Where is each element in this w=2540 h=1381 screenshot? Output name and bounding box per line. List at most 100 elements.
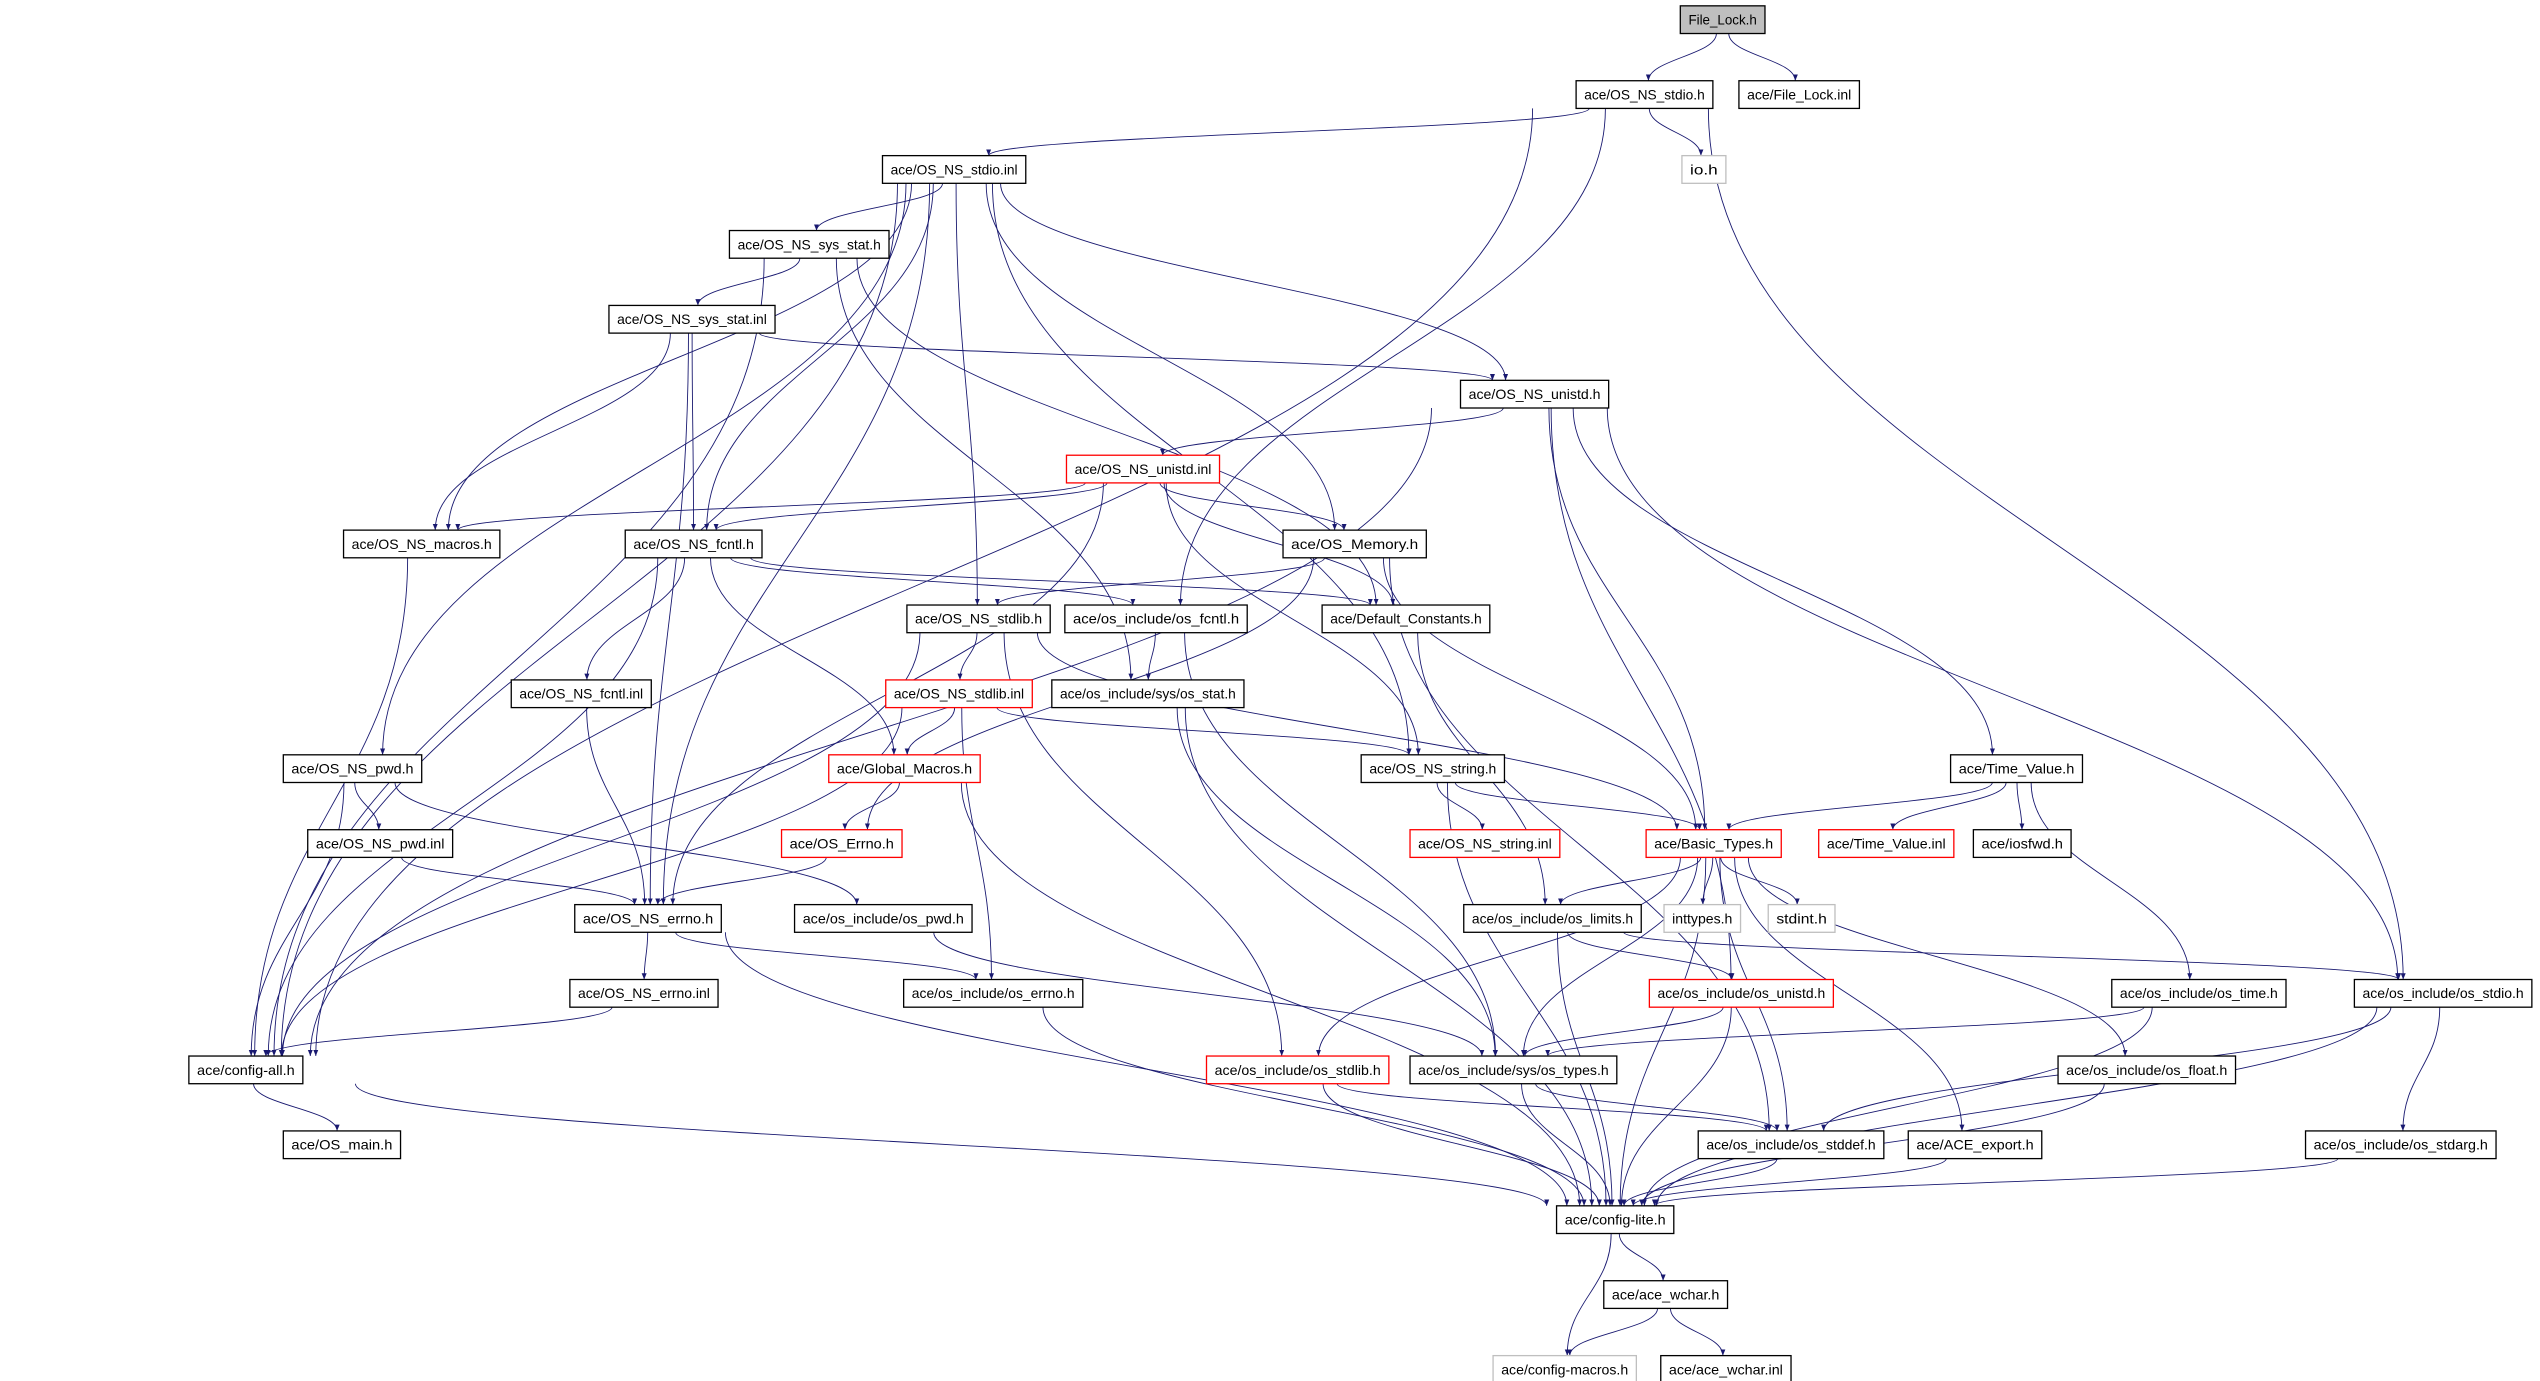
graph-node[interactable]: ace/os_include/sys/os_types.h	[1409, 1055, 1618, 1085]
node-label: ace/OS_Errno.h	[790, 835, 894, 851]
node-box	[282, 1130, 402, 1160]
node-label: ace/os_include/os_stdarg.h	[2314, 1137, 2488, 1153]
node-box	[793, 903, 973, 933]
dependency-edge	[278, 183, 898, 1057]
node-box	[1738, 80, 1861, 110]
graph-node: io.h	[1681, 154, 1727, 184]
graph-node[interactable]: ace/OS_NS_fcntl.h	[624, 529, 763, 559]
graph-node[interactable]: ace/Time_Value.inl	[1818, 829, 1955, 859]
dependency-edge	[271, 258, 765, 1057]
node-box	[1555, 1205, 1675, 1235]
node-box	[1648, 978, 1835, 1008]
node-label: ace/os_include/sys/os_stat.h	[1060, 686, 1236, 702]
graph-node[interactable]: ace/OS_NS_string.h	[1360, 754, 1506, 784]
node-box	[1360, 754, 1506, 784]
dependency-edge	[985, 183, 1338, 531]
dependency-edge	[710, 557, 897, 755]
graph-node[interactable]: ace/os_include/os_unistd.h	[1648, 978, 1835, 1008]
node-label: ace/os_include/os_stdio.h	[2363, 985, 2524, 1001]
dependency-edge	[1454, 782, 1703, 830]
graph-node[interactable]: ace/OS_NS_stdlib.h	[906, 604, 1051, 634]
node-label: ace/OS_NS_fcntl.inl	[519, 686, 643, 702]
node-box	[1321, 604, 1491, 634]
graph-node[interactable]: ace/os_include/sys/os_stat.h	[1051, 679, 1245, 709]
node-box	[1459, 379, 1610, 409]
graph-node[interactable]: ace/os_include/os_stddef.h	[1697, 1130, 1885, 1160]
graph-node[interactable]: ace/os_include/os_time.h	[2111, 978, 2287, 1008]
dependency-edge	[2030, 782, 2193, 980]
dependency-edge	[1641, 1007, 2153, 1206]
edge-layer	[248, 33, 2441, 1356]
graph-node[interactable]: ace/OS_NS_errno.h	[574, 903, 722, 933]
dependency-edge	[986, 108, 1590, 157]
node-label: ace/Global_Macros.h	[837, 761, 972, 777]
graph-node[interactable]: ace/os_include/os_limits.h	[1463, 903, 1642, 933]
graph-node[interactable]: ace/ace_wchar.inl	[1660, 1354, 1792, 1381]
dependency-edge	[1165, 482, 1421, 755]
graph-node[interactable]: ace/OS_NS_pwd.inl	[307, 829, 454, 859]
graph-node[interactable]: ace/OS_NS_stdio.inl	[881, 154, 1027, 184]
node-box	[569, 978, 719, 1008]
graph-node[interactable]: ace/OS_NS_pwd.h	[282, 754, 423, 784]
dependency-edge	[713, 482, 1108, 531]
node-label: ace/os_include/os_fcntl.h	[1073, 611, 1239, 627]
dependency-edge	[1159, 482, 1347, 531]
graph-node[interactable]: ace/os_include/os_pwd.h	[793, 903, 973, 933]
dependency-edge	[1670, 1308, 1726, 1356]
graph-node[interactable]: ace/iosfwd.h	[1972, 829, 2072, 859]
node-box	[885, 679, 1033, 709]
dependency-edge	[1436, 782, 1485, 830]
graph-node[interactable]: ace/Global_Macros.h	[828, 754, 981, 784]
node-label: ace/os_include/os_unistd.h	[1658, 985, 1826, 1001]
graph-node[interactable]: ace/os_include/os_fcntl.h	[1064, 604, 1248, 634]
dependency-edge	[1734, 857, 1965, 1131]
graph-node[interactable]: ace/File_Lock.inl	[1738, 80, 1861, 110]
graph-node[interactable]: ace/OS_NS_fcntl.inl	[510, 679, 652, 709]
dependency-edge	[1564, 1233, 1612, 1356]
graph-node[interactable]: ace/OS_main.h	[282, 1130, 402, 1160]
graph-node[interactable]: ace/config-all.h	[188, 1055, 304, 1085]
graph-node[interactable]: ace/OS_NS_unistd.inl	[1065, 454, 1221, 484]
graph-node[interactable]: ace/ace_wchar.h	[1603, 1280, 1729, 1310]
node-label: ace/ace_wchar.inl	[1669, 1361, 1783, 1377]
graph-node[interactable]: ace/os_include/os_float.h	[2057, 1055, 2237, 1085]
graph-node[interactable]: ace/os_include/os_stdlib.h	[1205, 1055, 1390, 1085]
node-label: inttypes.h	[1672, 910, 1732, 926]
graph-node[interactable]: ace/Time_Value.h	[1949, 754, 2084, 784]
graph-node[interactable]: ace/OS_NS_macros.h	[342, 529, 501, 559]
node-label: ace/os_include/os_time.h	[2120, 985, 2278, 1001]
graph-node[interactable]: ace/OS_NS_stdio.h	[1575, 80, 1714, 110]
graph-node[interactable]: ace/config-lite.h	[1555, 1205, 1675, 1235]
graph-node[interactable]: ace/os_include/os_stdarg.h	[2304, 1130, 2497, 1160]
dependency-edge	[313, 108, 1534, 1057]
graph-node[interactable]: ace/OS_NS_errno.inl	[569, 978, 719, 1008]
dependency-edge	[2016, 782, 2025, 830]
node-label: ace/os_include/os_stdlib.h	[1215, 1062, 1381, 1078]
graph-node[interactable]: ace/OS_NS_string.inl	[1409, 829, 1561, 859]
node-box	[1660, 1354, 1792, 1381]
dependency-edge	[1145, 632, 1156, 680]
dependency-edge	[1520, 857, 1699, 1057]
graph-node[interactable]: ace/OS_NS_sys_stat.h	[728, 229, 890, 259]
node-label: ace/OS_NS_stdio.h	[1584, 86, 1704, 102]
dependency-edge	[2400, 1007, 2441, 1131]
dependency-edge	[641, 932, 649, 980]
graph-node[interactable]: ace/os_include/os_errno.h	[903, 978, 1084, 1008]
node-box	[282, 754, 423, 784]
graph-node[interactable]: ace/OS_NS_sys_stat.inl	[608, 304, 776, 334]
graph-node[interactable]: ace/OS_Memory.h	[1282, 529, 1427, 559]
graph-node[interactable]: ace/Basic_Types.h	[1645, 829, 1782, 859]
graph-node[interactable]: ace/OS_NS_unistd.h	[1459, 379, 1610, 409]
dependency-edge	[1652, 1158, 2339, 1207]
graph-node[interactable]: ace/ACE_export.h	[1907, 1130, 2043, 1160]
graph-node[interactable]: ace/os_include/os_stdio.h	[2353, 978, 2533, 1008]
graph-node[interactable]: ace/OS_Errno.h	[780, 829, 903, 859]
dependency-edge	[1382, 557, 1699, 830]
graph-node[interactable]: File_Lock.h	[1679, 5, 1766, 35]
graph-node[interactable]: ace/Default_Constants.h	[1321, 604, 1491, 634]
node-label: ace/OS_NS_pwd.h	[291, 761, 413, 777]
node-box	[188, 1055, 304, 1085]
node-box	[1409, 1055, 1618, 1085]
node-box	[881, 154, 1027, 184]
graph-node[interactable]: ace/OS_NS_stdlib.inl	[885, 679, 1033, 709]
